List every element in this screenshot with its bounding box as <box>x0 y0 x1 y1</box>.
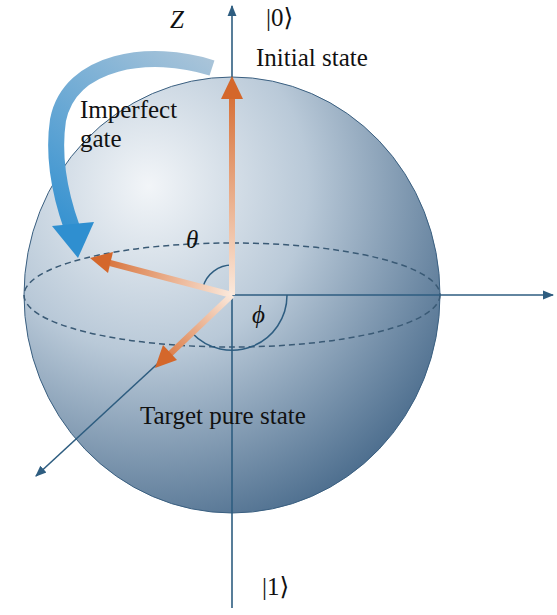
state-label: Initial state <box>256 44 368 73</box>
angle-label: ϕ <box>252 301 265 330</box>
axis-label: Z <box>170 6 184 35</box>
ket-label: |1⟩ <box>262 573 289 602</box>
angle-label: θ <box>186 226 198 255</box>
state-label: Target pure state <box>140 402 306 431</box>
gate-label: Imperfect gate <box>80 96 200 154</box>
ket-label: |0⟩ <box>266 4 293 33</box>
